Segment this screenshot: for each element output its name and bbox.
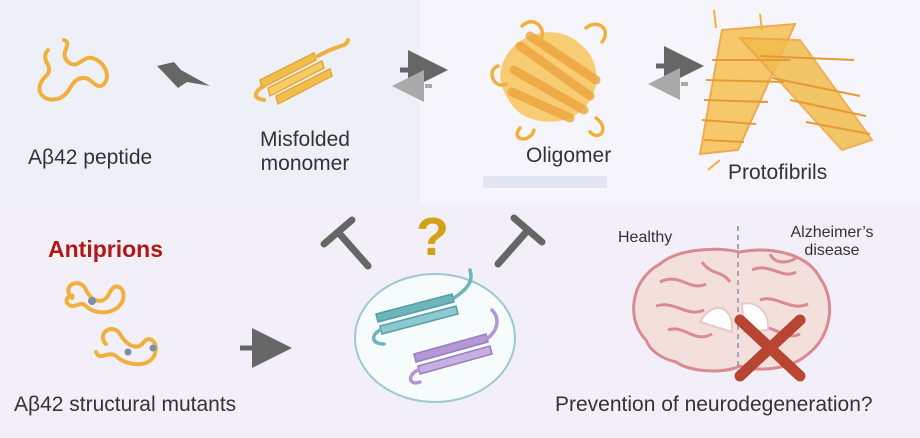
mutant-peptides — [64, 281, 158, 367]
inhibition-icon-right — [494, 214, 546, 268]
equilibrium-arrows-icon — [392, 50, 448, 102]
oligomer-cluster — [490, 20, 608, 141]
mutant-ellipse — [354, 273, 516, 403]
label-structural-mutants: Aβ42 structural mutants — [14, 393, 237, 416]
lightning-icon — [157, 62, 210, 88]
peptide-squiggle — [37, 38, 109, 102]
label-healthy: Healthy — [618, 229, 673, 246]
label-prevention: Prevention of neurodegeneration? — [555, 393, 873, 416]
cross-icon — [734, 314, 806, 382]
label-alzheimers-disease: Alzheimer’s disease — [790, 224, 874, 260]
question-mark: ? — [416, 207, 449, 267]
divider-strip — [483, 176, 607, 188]
label-misfolded-monomer: Misfolded monomer — [260, 128, 350, 176]
purple-mutant — [408, 308, 499, 385]
protofibrils — [698, 9, 874, 171]
equilibrium-arrows-icon-2 — [648, 46, 704, 100]
label-oligomer: Oligomer — [526, 144, 612, 167]
misfolded-monomer — [253, 38, 350, 106]
teal-mutant — [371, 268, 473, 346]
inhibition-icon-left — [320, 216, 372, 270]
label-protofibrils: Protofibrils — [728, 161, 828, 184]
label-abeta42-peptide: Aβ42 peptide — [28, 146, 153, 169]
label-antiprions: Antiprions — [48, 236, 163, 262]
